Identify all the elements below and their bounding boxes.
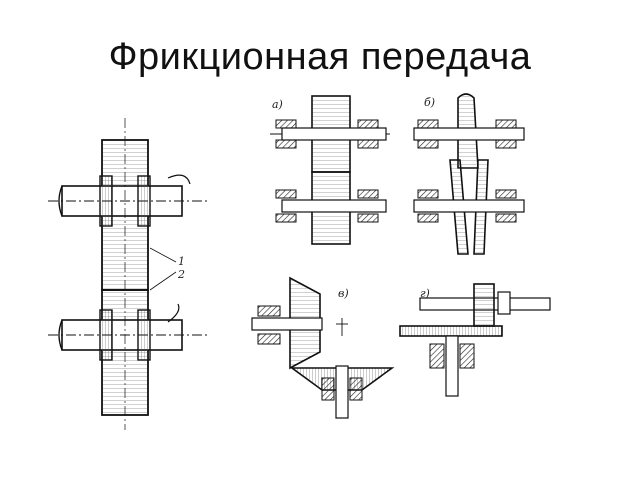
label-variant-a: а) — [272, 98, 283, 111]
label-variant-b: б) — [424, 96, 435, 109]
label-variant-v: в) — [338, 287, 349, 300]
variant-g-diagram — [399, 283, 551, 397]
label-variant-g: г) — [420, 287, 430, 300]
variant-b-diagram — [413, 93, 525, 255]
label-part-1: 1 — [178, 255, 185, 268]
variant-v-diagram — [251, 276, 395, 419]
main-cylinder-drive — [48, 118, 210, 430]
variant-a-diagram — [270, 95, 390, 245]
slide-title: Фрикционная передача — [108, 36, 532, 78]
label-part-2: 2 — [177, 268, 185, 281]
